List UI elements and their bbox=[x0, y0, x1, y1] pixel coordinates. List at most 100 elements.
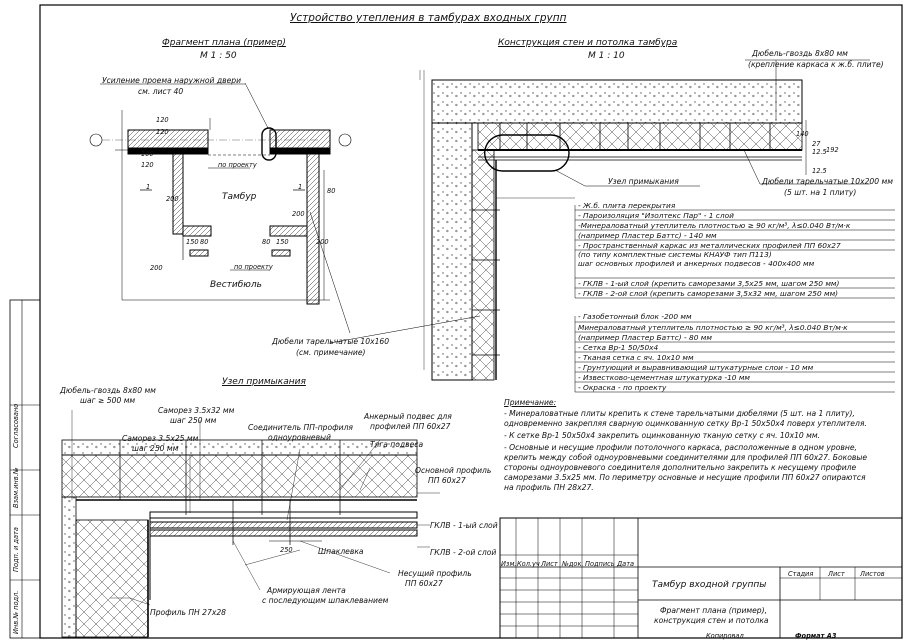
section-scale: М 1 : 10 bbox=[588, 51, 625, 61]
section-dim: 12.5 bbox=[812, 167, 827, 175]
spec-ceiling-row: - Пространственный каркас из металлическ… bbox=[578, 241, 841, 250]
detail-screw32: Саморез 3.5х32 мм bbox=[158, 406, 235, 415]
plan-dim: 80 bbox=[200, 238, 209, 246]
stamp-sheets: Листов bbox=[860, 570, 885, 578]
note-line: - Основные и несущие профили потолочного… bbox=[504, 443, 857, 452]
detail-anchor-2: профилей ПП 60х27 bbox=[370, 422, 451, 431]
detail-bearing-1: Несущий профиль bbox=[398, 569, 472, 578]
spec-wall-row: - Тканая сетка с яч. 10х10 мм bbox=[578, 353, 694, 362]
note-line: - Минераловатные плиты крепить к стене т… bbox=[504, 409, 855, 418]
stamp-lines bbox=[499, 517, 903, 639]
side-replace-inv: Взам.инв.№ bbox=[12, 467, 20, 508]
note-line: - К сетке Вр-1 50х50х4 закрепить оцинков… bbox=[504, 431, 821, 440]
section-dim: 140 bbox=[796, 130, 809, 138]
detail-putty: Шпаклевка bbox=[318, 547, 364, 556]
section-dowel-top-1: Дюбель-гвоздь 8х80 мм bbox=[752, 49, 848, 58]
detail-anchor-1: Анкерный подвес для bbox=[364, 412, 452, 421]
spec-ceiling-row: -Минераловатный утеплитель плотностью ≥ … bbox=[578, 221, 851, 230]
detail-rod: Тяга подвеса bbox=[370, 440, 424, 449]
note-line: крепить между собой одноуровневыми соеди… bbox=[504, 453, 868, 462]
stamp-col: №док. bbox=[562, 560, 584, 568]
spec-wall-row: - Сетка Вр-1 50/50х4 bbox=[578, 343, 659, 352]
detail-dowel-step: шаг ≥ 500 мм bbox=[80, 396, 136, 405]
spec-ceiling-row: - Пароизоляция "Изолтекс Пар" - 1 слой bbox=[578, 211, 734, 220]
detail-main-profile-2: ПП 60х27 bbox=[428, 476, 466, 485]
note-line: стороны одноуровневого соединителя допол… bbox=[504, 463, 857, 472]
plan-dim: 100 bbox=[141, 150, 154, 158]
section-dim: 27 bbox=[812, 140, 821, 148]
section-dim: 192 bbox=[826, 146, 839, 154]
detail-dowel: Дюбель-гвоздь 8х80 мм bbox=[60, 386, 156, 395]
notes-title: Примечание: bbox=[504, 398, 557, 407]
plan-dim: 200 bbox=[166, 195, 179, 203]
detail-screw25: Саморез 3.5х25 мм bbox=[122, 434, 199, 443]
plan-dim: 200 bbox=[316, 238, 329, 246]
spec-ceiling-row: - ГКЛВ - 2-ой слой (крепить саморезами 3… bbox=[578, 289, 839, 298]
plan-po-proektu-2: по проекту bbox=[234, 263, 273, 271]
plan-dim: 120 bbox=[141, 161, 154, 169]
spec-wall-row: - Грунтующий и выравнивающий штукатурные… bbox=[578, 363, 814, 372]
stamp-desc-1: Фрагмент плана (пример), bbox=[660, 606, 767, 615]
plan-section-mark: 1 bbox=[298, 183, 303, 191]
stamp-col: Подпись bbox=[585, 560, 615, 568]
detail-main-profile-1: Основной профиль bbox=[415, 466, 492, 475]
spec-ceiling-row: - Ж.б. плита перекрытия bbox=[578, 201, 676, 210]
detail-gklv-2: ГКЛВ - 2-ой слой bbox=[430, 548, 497, 557]
stamp-format: Формат А3 bbox=[795, 632, 837, 640]
spec-wall-row: - Известково-цементная штукатурка -10 мм bbox=[578, 373, 750, 382]
stamp-desc-2: конструкция стен и потолка bbox=[654, 616, 769, 625]
spec-wall-row: - Газобетонный блок -200 мм bbox=[578, 312, 692, 321]
section-node-label: Узел примыкания bbox=[608, 177, 679, 186]
spec-table-lines bbox=[574, 205, 895, 393]
note-line: саморезами 3.5х25 мм. По периметру основ… bbox=[504, 473, 866, 482]
plan-dim: 200 bbox=[292, 210, 305, 218]
plan-dim: 200 bbox=[150, 264, 163, 272]
spec-ceiling-row: (по типу комплектные системы КНАУФ тип П… bbox=[578, 250, 772, 259]
section-dowel-top-2: (крепление каркаса к ж.б. плите) bbox=[748, 60, 884, 69]
detail-gklv-1: ГКЛВ - 1-ый слой bbox=[430, 521, 498, 530]
plan-scale: М 1 : 50 bbox=[200, 51, 237, 61]
plan-po-proektu-1: по проекту bbox=[218, 161, 257, 169]
stamp-col: Изм. bbox=[501, 560, 517, 568]
plan-title: Фрагмент плана (пример) bbox=[162, 38, 286, 48]
side-inv-no: Инв.№ подл. bbox=[12, 590, 20, 634]
note-line: на профиль ПН 28х27. bbox=[504, 483, 594, 492]
plan-dim: 80 bbox=[327, 187, 336, 195]
detail-connector-2: одноуровневый bbox=[268, 433, 331, 442]
plan-room-tambur: Тамбур bbox=[222, 192, 257, 202]
section-drawing bbox=[329, 59, 870, 381]
detail-title: Узел примыкания bbox=[222, 377, 306, 387]
section-dowel-wall-1: Дюбели тарельчатые 10х160 bbox=[272, 337, 390, 346]
section-dowel-plate-2: (5 шт. на 1 плиту) bbox=[784, 188, 857, 197]
plan-callout-line2: см. лист 40 bbox=[138, 87, 184, 96]
plan-room-vestibule: Вестибюль bbox=[210, 280, 262, 290]
plan-section-mark: 1 bbox=[146, 183, 151, 191]
section-dowel-plate-1: Дюбели тарельчатые 10х200 мм bbox=[762, 177, 893, 186]
spec-wall-row: - Окраска - по проекту bbox=[578, 383, 667, 392]
plan-dim: 120 bbox=[156, 116, 169, 124]
detail-connector-1: Соединитель ПП-профиля bbox=[248, 423, 353, 432]
detail-dim-250: 250 bbox=[280, 546, 293, 554]
section-title: Конструкция стен и потолка тамбура bbox=[498, 38, 678, 48]
detail-tape-1: Армирующая лента bbox=[267, 586, 346, 595]
spec-ceiling-row: (например Пластер Баттс) - 140 мм bbox=[578, 231, 717, 240]
plan-dim: 120 bbox=[156, 128, 169, 136]
plan-drawing bbox=[89, 82, 352, 334]
detail-screw32-step: шаг 250 мм bbox=[170, 416, 217, 425]
spec-ceiling-row: шаг основных профилей и анкерных подвесо… bbox=[578, 259, 815, 268]
spec-ceiling-row: - ГКЛВ - 1-ый слой (крепить саморезами 3… bbox=[578, 279, 840, 288]
stamp-stage: Стадия bbox=[788, 570, 814, 578]
stamp-col: Лист bbox=[541, 560, 558, 568]
detail-drawing bbox=[61, 410, 440, 638]
stamp-col: Дата bbox=[617, 560, 635, 568]
stamp-copied: Копировал bbox=[706, 632, 744, 640]
spec-wall-row: Минераловатный утеплитель плотностью ≥ 9… bbox=[578, 323, 848, 332]
plan-dim: 80 bbox=[262, 238, 271, 246]
sheet-title: Устройство утепления в тамбурах входных … bbox=[290, 12, 567, 24]
stamp-col: Кол.уч bbox=[517, 560, 540, 568]
detail-screw25-step: шаг 250 мм bbox=[132, 444, 179, 453]
detail-pn-profile: Профиль ПН 27х28 bbox=[150, 608, 227, 617]
stamp-sheet: Лист bbox=[828, 570, 845, 578]
detail-bearing-2: ПП 60х27 bbox=[405, 579, 443, 588]
